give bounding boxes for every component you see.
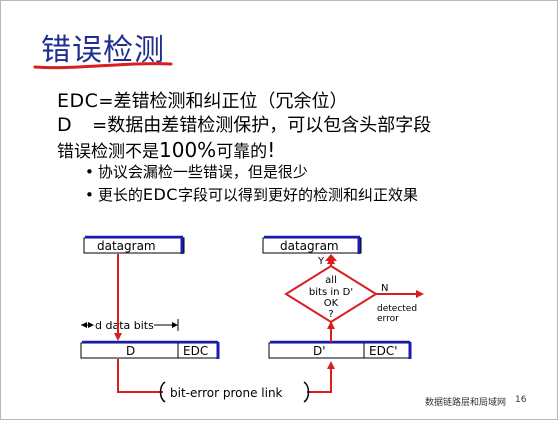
transmit-path bbox=[114, 254, 335, 393]
footer-page-number: 16 bbox=[515, 395, 527, 405]
bullet-text-2-abbr: EDC bbox=[142, 185, 178, 204]
yes-label: Y bbox=[317, 256, 325, 267]
d-description: =数据由差错检测保护，可以包含头部字段 bbox=[92, 115, 432, 136]
reliability-percent: 100% bbox=[159, 138, 217, 162]
receiver-d-field: D' bbox=[313, 344, 326, 358]
receiver-edc-field: EDC' bbox=[369, 344, 398, 358]
edc-term: EDC bbox=[57, 90, 99, 112]
d-definition: D =数据由差错检测保护，可以包含头部字段 bbox=[57, 111, 431, 137]
bullet-item-1: •协议会漏检一些错误，但是很少 bbox=[85, 161, 308, 182]
bit-error-link: bit-error prone link bbox=[159, 381, 310, 403]
bullet-text-2-suffix: 字段可以得到更好的检测和纠正效果 bbox=[177, 186, 418, 204]
bullet-dot: • bbox=[85, 163, 94, 181]
d-bits-label: d data bits bbox=[95, 319, 154, 332]
receiver-datagram-box: datagram bbox=[262, 235, 362, 254]
title-underline bbox=[33, 62, 173, 70]
reliability-statement: 错误检测不是100%可靠的! bbox=[57, 137, 275, 162]
detected-label: detected bbox=[377, 304, 417, 314]
footer-section: 数据链路层和局域网 bbox=[425, 398, 507, 408]
reliability-prefix: 错误检测不是 bbox=[57, 142, 159, 162]
sender-edc-field: EDC bbox=[183, 344, 208, 358]
decision-line-1: all bbox=[325, 275, 337, 286]
sender-d-field: D bbox=[126, 344, 135, 358]
edc-description: =差错检测和纠正位（冗余位） bbox=[98, 91, 348, 112]
check-path bbox=[325, 254, 337, 342]
sender-datagram-box: datagram bbox=[83, 235, 185, 254]
decision-line-2: bits in D' bbox=[309, 287, 353, 298]
bullet-item-2: •更长的EDC字段可以得到更好的检测和纠正效果 bbox=[85, 184, 418, 205]
link-label: bit-error prone link bbox=[170, 386, 283, 400]
d-term: D bbox=[57, 114, 73, 136]
reliability-suffix: 可靠的 bbox=[216, 142, 268, 162]
slide-title: 错误检测 bbox=[41, 33, 165, 68]
decision-diamond: all bits in D' OK ? bbox=[284, 264, 378, 324]
error-label: error bbox=[377, 314, 399, 324]
receiver-datagram-label: datagram bbox=[280, 239, 339, 253]
d-bits-dimension: d data bits bbox=[81, 319, 179, 332]
no-label: N bbox=[381, 283, 388, 294]
decision-line-3: OK bbox=[324, 298, 339, 309]
sender-frame: D EDC bbox=[80, 340, 220, 359]
edc-definition: EDC=差错检测和纠正位（冗余位） bbox=[57, 87, 348, 113]
bullet-text-1: 协议会漏检一些错误，但是很少 bbox=[97, 163, 308, 181]
error-branch: N detected error bbox=[376, 283, 424, 324]
receiver-frame: D' EDC' bbox=[268, 340, 412, 359]
bullet-text-2-prefix: 更长的 bbox=[97, 186, 143, 204]
bullet-dot: • bbox=[85, 186, 94, 204]
reliability-mark: ! bbox=[267, 138, 276, 162]
sender-datagram-label: datagram bbox=[97, 239, 156, 253]
decision-line-4: ? bbox=[328, 309, 333, 320]
